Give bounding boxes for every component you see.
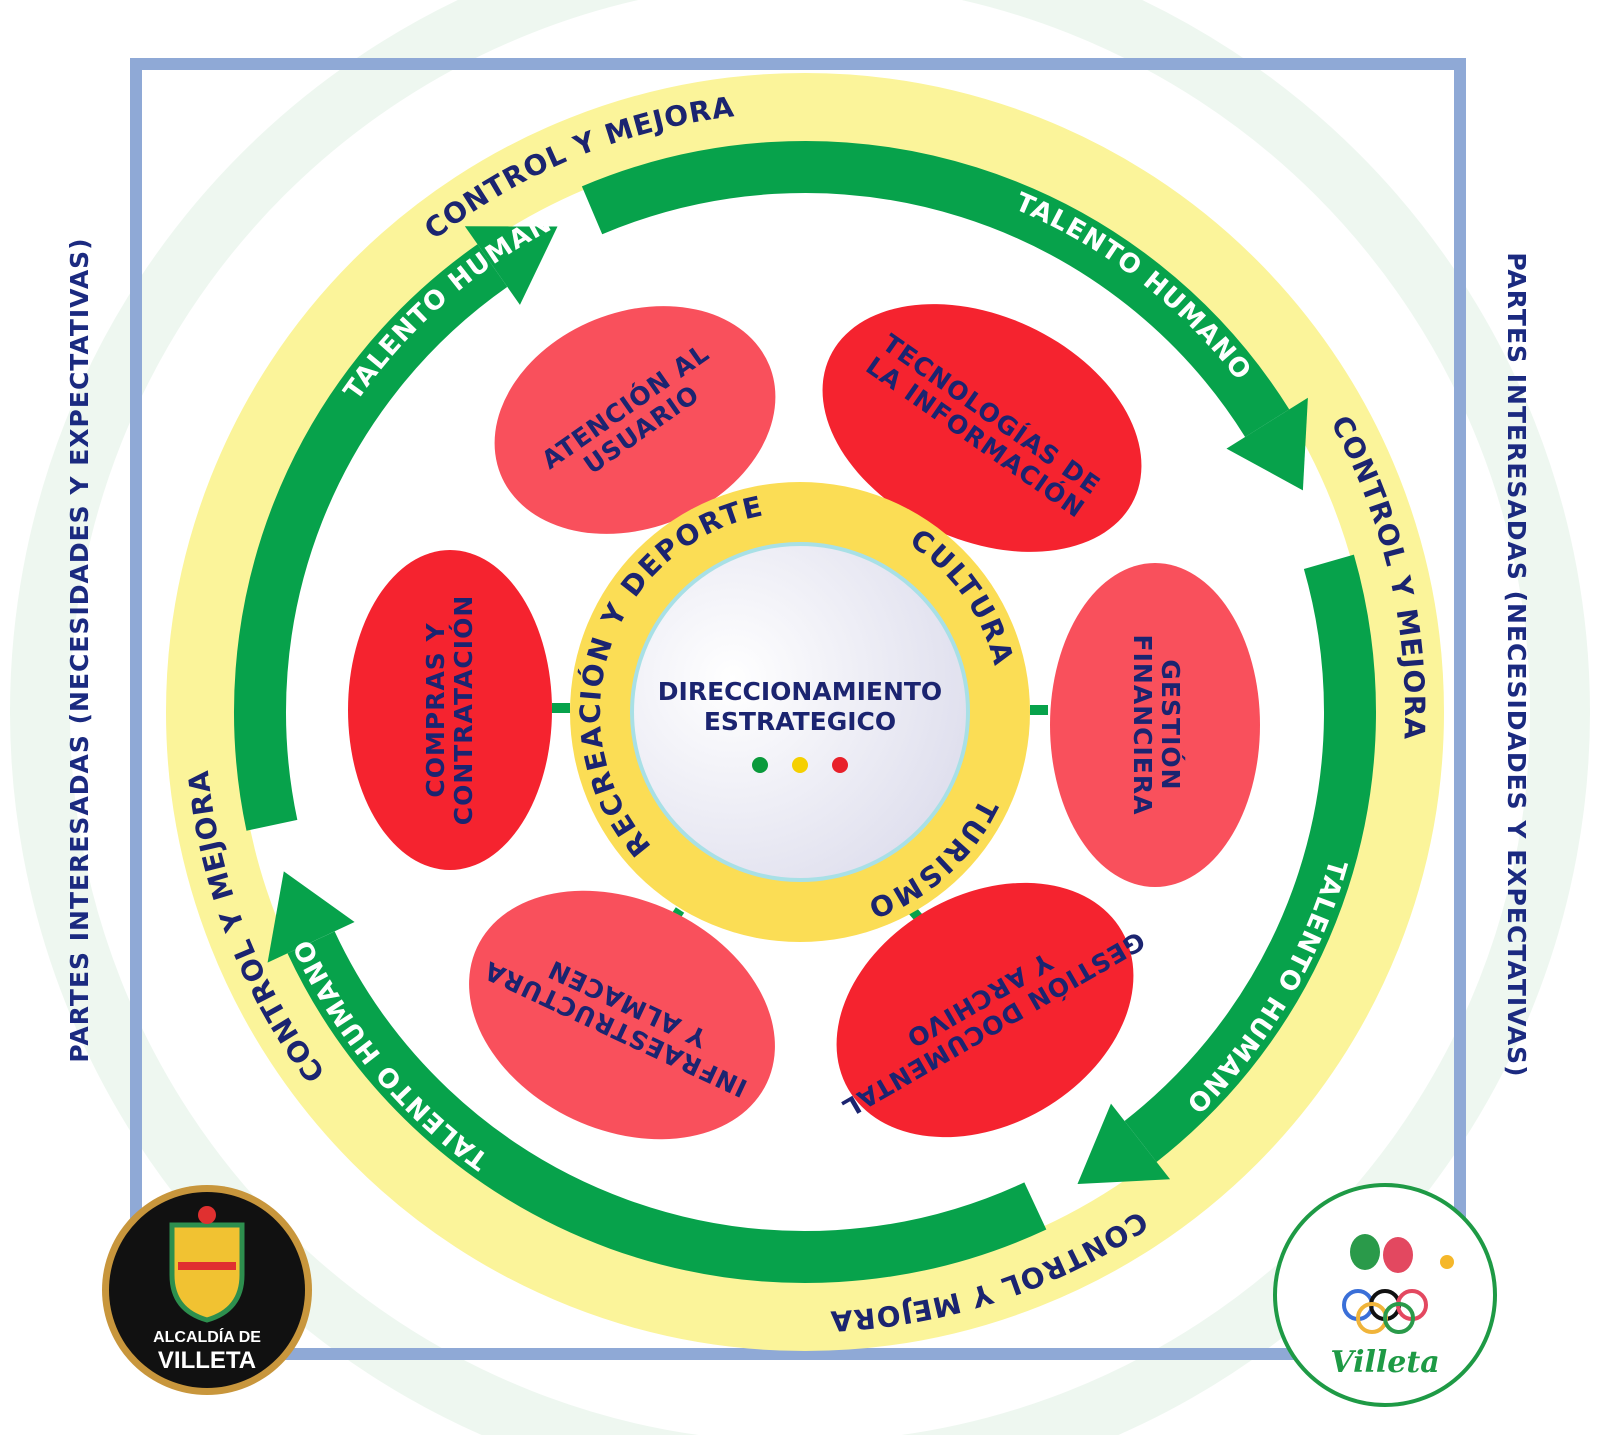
green-dot-icon bbox=[752, 757, 768, 773]
arrowhead-icon bbox=[1226, 397, 1308, 491]
arrow-arc bbox=[287, 931, 1047, 1283]
side-label-right: PARTES INTERESADAS (NECESIDADES Y EXPECT… bbox=[1502, 252, 1531, 1077]
coat-of-arms-icon bbox=[169, 1222, 245, 1323]
center-circle[interactable] bbox=[630, 542, 970, 882]
side-label-left: PARTES INTERESADAS (NECESIDADES Y EXPECT… bbox=[65, 237, 94, 1062]
process-compras-contratacion[interactable]: COMPRAS Y CONTRATACIÓN bbox=[348, 550, 552, 870]
olympic-rings-icon bbox=[1342, 1289, 1428, 1334]
process-label: FINANCIERA bbox=[1128, 635, 1157, 816]
yellow-dot-icon bbox=[792, 757, 808, 773]
theater-mask-icon bbox=[1383, 1237, 1413, 1273]
alcaldia-label: ALCALDÍA DE bbox=[153, 1327, 261, 1346]
alcaldia-label: VILLETA bbox=[158, 1347, 256, 1374]
alcaldia-villeta-logo: ALCALDÍA DE VILLETA bbox=[102, 1185, 312, 1395]
center-title: DIRECCIONAMIENTO bbox=[658, 677, 942, 706]
control-mejora-ring bbox=[166, 73, 1444, 1351]
process-gestion-documental[interactable]: GESTIÓN DOCUMENTAL Y ARCHIVO bbox=[791, 831, 1180, 1188]
process-label: GESTIÓN bbox=[1156, 659, 1186, 790]
instituto-villeta-logo: Villeta bbox=[1273, 1183, 1497, 1407]
arrow-arc bbox=[1124, 554, 1376, 1162]
center-title: ESTRATEGICO bbox=[704, 707, 896, 736]
process-label: COMPRAS Y bbox=[421, 622, 450, 797]
arrow-arc bbox=[581, 141, 1290, 437]
process-infraestructura-almacen[interactable]: INFRAESTRUCTURA Y ALMACEN bbox=[428, 843, 815, 1187]
process-atencion-usuario[interactable]: ATENCIÓN AL USUARIO bbox=[460, 266, 810, 575]
theater-mask-icon bbox=[1350, 1234, 1380, 1270]
instituto-name: Villeta bbox=[1330, 1345, 1439, 1380]
sun-icon bbox=[1440, 1255, 1454, 1269]
process-gestion-financiera[interactable]: GESTIÓN FINANCIERA bbox=[1050, 563, 1260, 887]
arrowhead-icon bbox=[267, 871, 355, 963]
red-dot-icon bbox=[832, 757, 848, 773]
talento-humano-arrows bbox=[234, 141, 1376, 1283]
arrowhead-icon bbox=[464, 226, 558, 305]
process-label: CONTRATACIÓN bbox=[448, 595, 478, 826]
watermark-ring bbox=[10, 0, 1590, 1435]
process-tecnologias-informacion[interactable]: TECNOLOGÍAS DE LA INFORMACIÓN bbox=[782, 255, 1181, 600]
frame-border bbox=[130, 58, 1466, 1360]
arrowhead-icon bbox=[1077, 1103, 1171, 1184]
arrow-arc bbox=[234, 244, 508, 831]
